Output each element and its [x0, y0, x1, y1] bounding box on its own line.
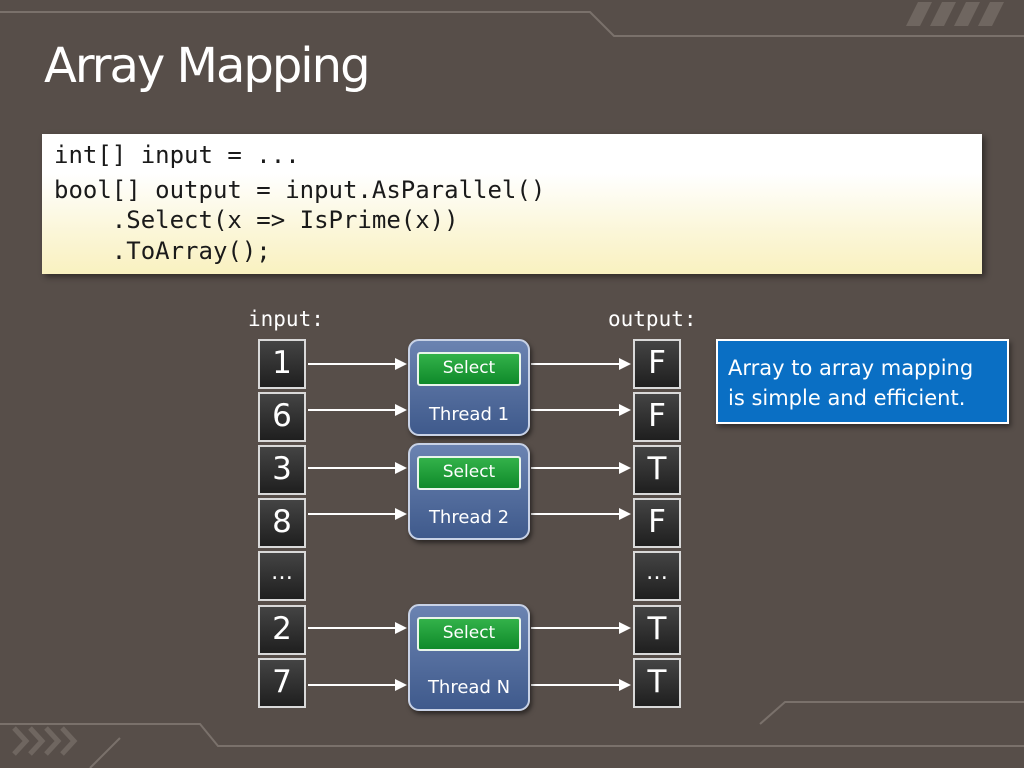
input-cell: 3 [258, 445, 306, 495]
arrow-head [619, 679, 631, 691]
code-box: int[] input = ... bool[] output = input.… [42, 134, 982, 274]
input-cell: 8 [258, 498, 306, 548]
arrow-head [395, 462, 407, 474]
arrow-head [619, 508, 631, 520]
code-line-1: int[] input = ... [54, 141, 300, 169]
arrow-head [619, 358, 631, 370]
output-label: output: [608, 307, 697, 331]
code-line-2: bool[] output = input.AsParallel() [54, 176, 546, 204]
note-line-1: Array to array mapping [728, 356, 974, 380]
code-line-4: .ToArray(); [54, 237, 271, 265]
arrow-head [395, 622, 407, 634]
input-cell: 7 [258, 658, 306, 708]
output-cell: T [633, 605, 681, 655]
arrow-head [395, 404, 407, 416]
arrow-head [395, 508, 407, 520]
output-cell: F [633, 392, 681, 442]
select-operator: Select [417, 617, 521, 651]
thread-label: Thread N [427, 677, 511, 698]
input-cell: 1 [258, 339, 306, 389]
arrow-head [619, 462, 631, 474]
output-cell: T [633, 658, 681, 708]
output-cell: T [633, 445, 681, 495]
input-cell: … [258, 551, 306, 601]
note-callout: Array to array mapping is simple and eff… [716, 339, 1009, 424]
thread-label: Thread 1 [428, 404, 510, 425]
thread-label: Thread 2 [428, 507, 510, 528]
input-label: input: [248, 307, 324, 331]
select-operator: Select [417, 352, 521, 386]
select-operator: Select [417, 456, 521, 490]
output-cell: F [633, 339, 681, 389]
output-cell: F [633, 498, 681, 548]
thread-box-1: Select Thread 1 [408, 339, 530, 436]
input-cell: 2 [258, 605, 306, 655]
arrow-head [395, 358, 407, 370]
output-cell: … [633, 551, 681, 601]
code-line-3: .Select(x => IsPrime(x)) [54, 206, 459, 234]
thread-box-n: Select Thread N [408, 604, 530, 711]
input-cell: 6 [258, 392, 306, 442]
arrow-head [395, 679, 407, 691]
page-title: Array Mapping [44, 38, 371, 94]
arrow-head [619, 404, 631, 416]
thread-box-2: Select Thread 2 [408, 443, 530, 540]
arrow-head [619, 622, 631, 634]
note-line-2: is simple and efficient. [728, 386, 966, 410]
